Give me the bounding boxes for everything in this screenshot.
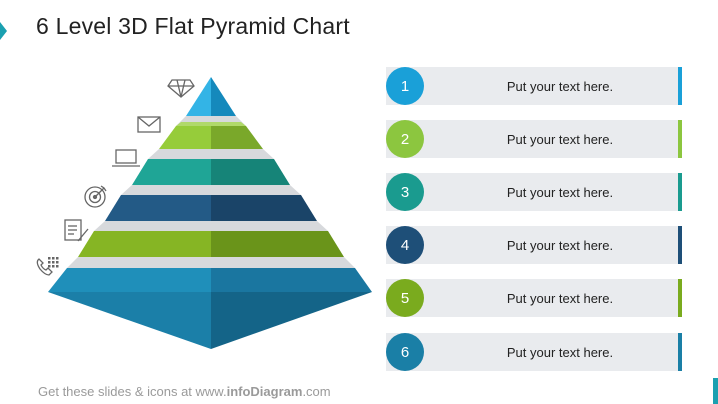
row-edge-accent	[678, 67, 682, 105]
level-row-1: 1 Put your text here.	[386, 67, 682, 105]
diamond-icon	[167, 79, 195, 98]
pyramid-level-3	[132, 159, 290, 185]
title-accent-marker	[0, 22, 7, 40]
row-text: Put your text here.	[506, 290, 614, 306]
row-bar	[386, 333, 678, 371]
row-edge-accent	[678, 120, 682, 158]
footer-credit: Get these slides & icons at www.infoDiag…	[38, 384, 331, 399]
row-bar	[386, 120, 678, 158]
laptop-icon	[112, 149, 140, 167]
separator-band	[148, 149, 274, 159]
row-edge-accent	[678, 226, 682, 264]
row-edge-accent	[678, 333, 682, 371]
level-row-4: 4 Put your text here.	[386, 226, 682, 264]
footer-suffix: .com	[302, 384, 331, 399]
row-edge-accent	[678, 173, 682, 211]
pyramid-level-1	[186, 77, 236, 116]
row-bar	[386, 279, 678, 317]
number-badge: 1	[386, 67, 424, 105]
row-text: Put your text here.	[506, 184, 614, 200]
level-row-2: 2 Put your text here.	[386, 120, 682, 158]
corner-accent	[713, 378, 718, 404]
target-icon	[84, 185, 107, 208]
row-text: Put your text here.	[506, 344, 614, 360]
row-bar	[386, 173, 678, 211]
number-badge: 2	[386, 120, 424, 158]
separator-band	[121, 185, 301, 195]
pyramid-diagram	[36, 77, 372, 349]
level-row-3: 3 Put your text here.	[386, 173, 682, 211]
footer-prefix: Get these slides & icons at www.	[38, 384, 227, 399]
number-badge: 4	[386, 226, 424, 264]
row-text: Put your text here.	[506, 78, 614, 94]
slide-title: 6 Level 3D Flat Pyramid Chart	[36, 13, 350, 39]
level-row-5: 5 Put your text here.	[386, 279, 682, 317]
level-row-6: 6 Put your text here.	[386, 333, 682, 371]
pyramid-level-5	[78, 231, 344, 257]
pyramid-level-4	[105, 195, 317, 221]
number-badge: 6	[386, 333, 424, 371]
pyramid-level-2	[159, 122, 263, 149]
pyramid-level-6	[48, 268, 372, 349]
separator-band	[67, 257, 355, 268]
row-bar	[386, 226, 678, 264]
document-pen-icon	[64, 219, 89, 242]
phone-keypad-icon	[36, 257, 59, 276]
envelope-icon	[137, 116, 161, 133]
row-text: Put your text here.	[506, 237, 614, 253]
row-bar	[386, 67, 678, 105]
separator-band	[94, 221, 328, 231]
row-edge-accent	[678, 279, 682, 317]
footer-brand: infoDiagram	[226, 384, 303, 399]
number-badge: 5	[386, 279, 424, 317]
number-badge: 3	[386, 173, 424, 211]
row-text: Put your text here.	[506, 131, 614, 147]
